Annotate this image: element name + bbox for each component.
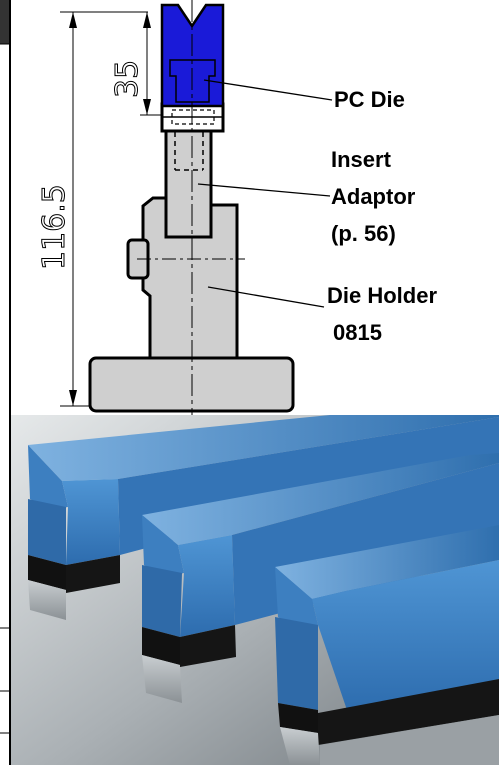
dimension-die: 35 bbox=[110, 60, 145, 98]
product-photo bbox=[0, 415, 499, 765]
label-insert-line1: Insert bbox=[331, 147, 392, 172]
leader-insert-adaptor bbox=[197, 183, 331, 197]
die-bar-3 bbox=[275, 525, 499, 765]
dimension-overall: 116.5 bbox=[37, 184, 72, 270]
leader-pc-die bbox=[203, 79, 333, 101]
leader-die-holder bbox=[207, 286, 325, 308]
label-insert-line2: Adaptor bbox=[331, 184, 416, 209]
technical-drawing: 116.5 35 PC Die Insert Adaptor (p. 56) D… bbox=[0, 0, 437, 415]
label-insert-line3: (p. 56) bbox=[331, 221, 396, 246]
label-pc-die: PC Die bbox=[334, 87, 405, 112]
frame-corner bbox=[0, 0, 10, 44]
label-holder-line1: Die Holder bbox=[327, 283, 437, 308]
label-holder-line2: 0815 bbox=[333, 320, 382, 345]
